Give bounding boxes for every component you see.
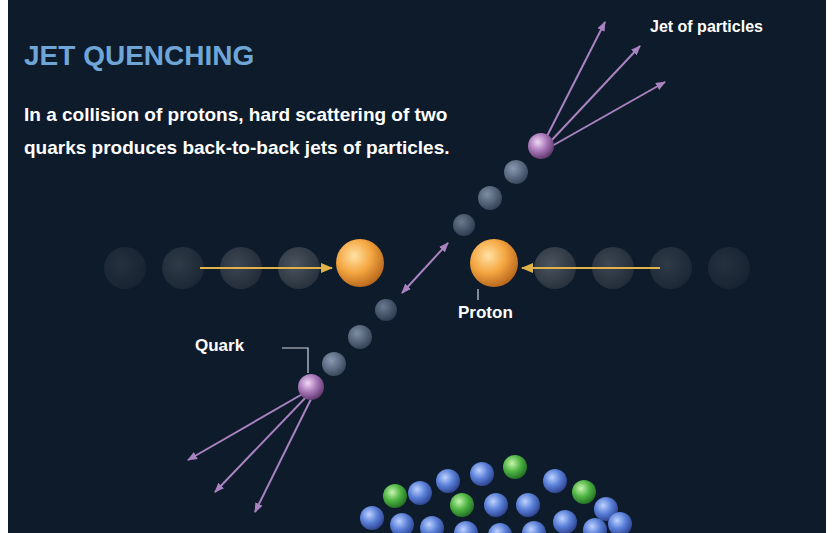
title-heading: JET QUENCHING [24,40,254,72]
collision-illustration [8,0,826,533]
jet-label: Jet of particles [650,18,763,36]
background-panel: JET QUENCHING In a collision of protons, … [8,0,826,533]
proton-label: Proton [458,303,513,323]
quark-label: Quark [195,336,244,356]
description-text: In a collision of protons, hard scatteri… [24,98,454,164]
